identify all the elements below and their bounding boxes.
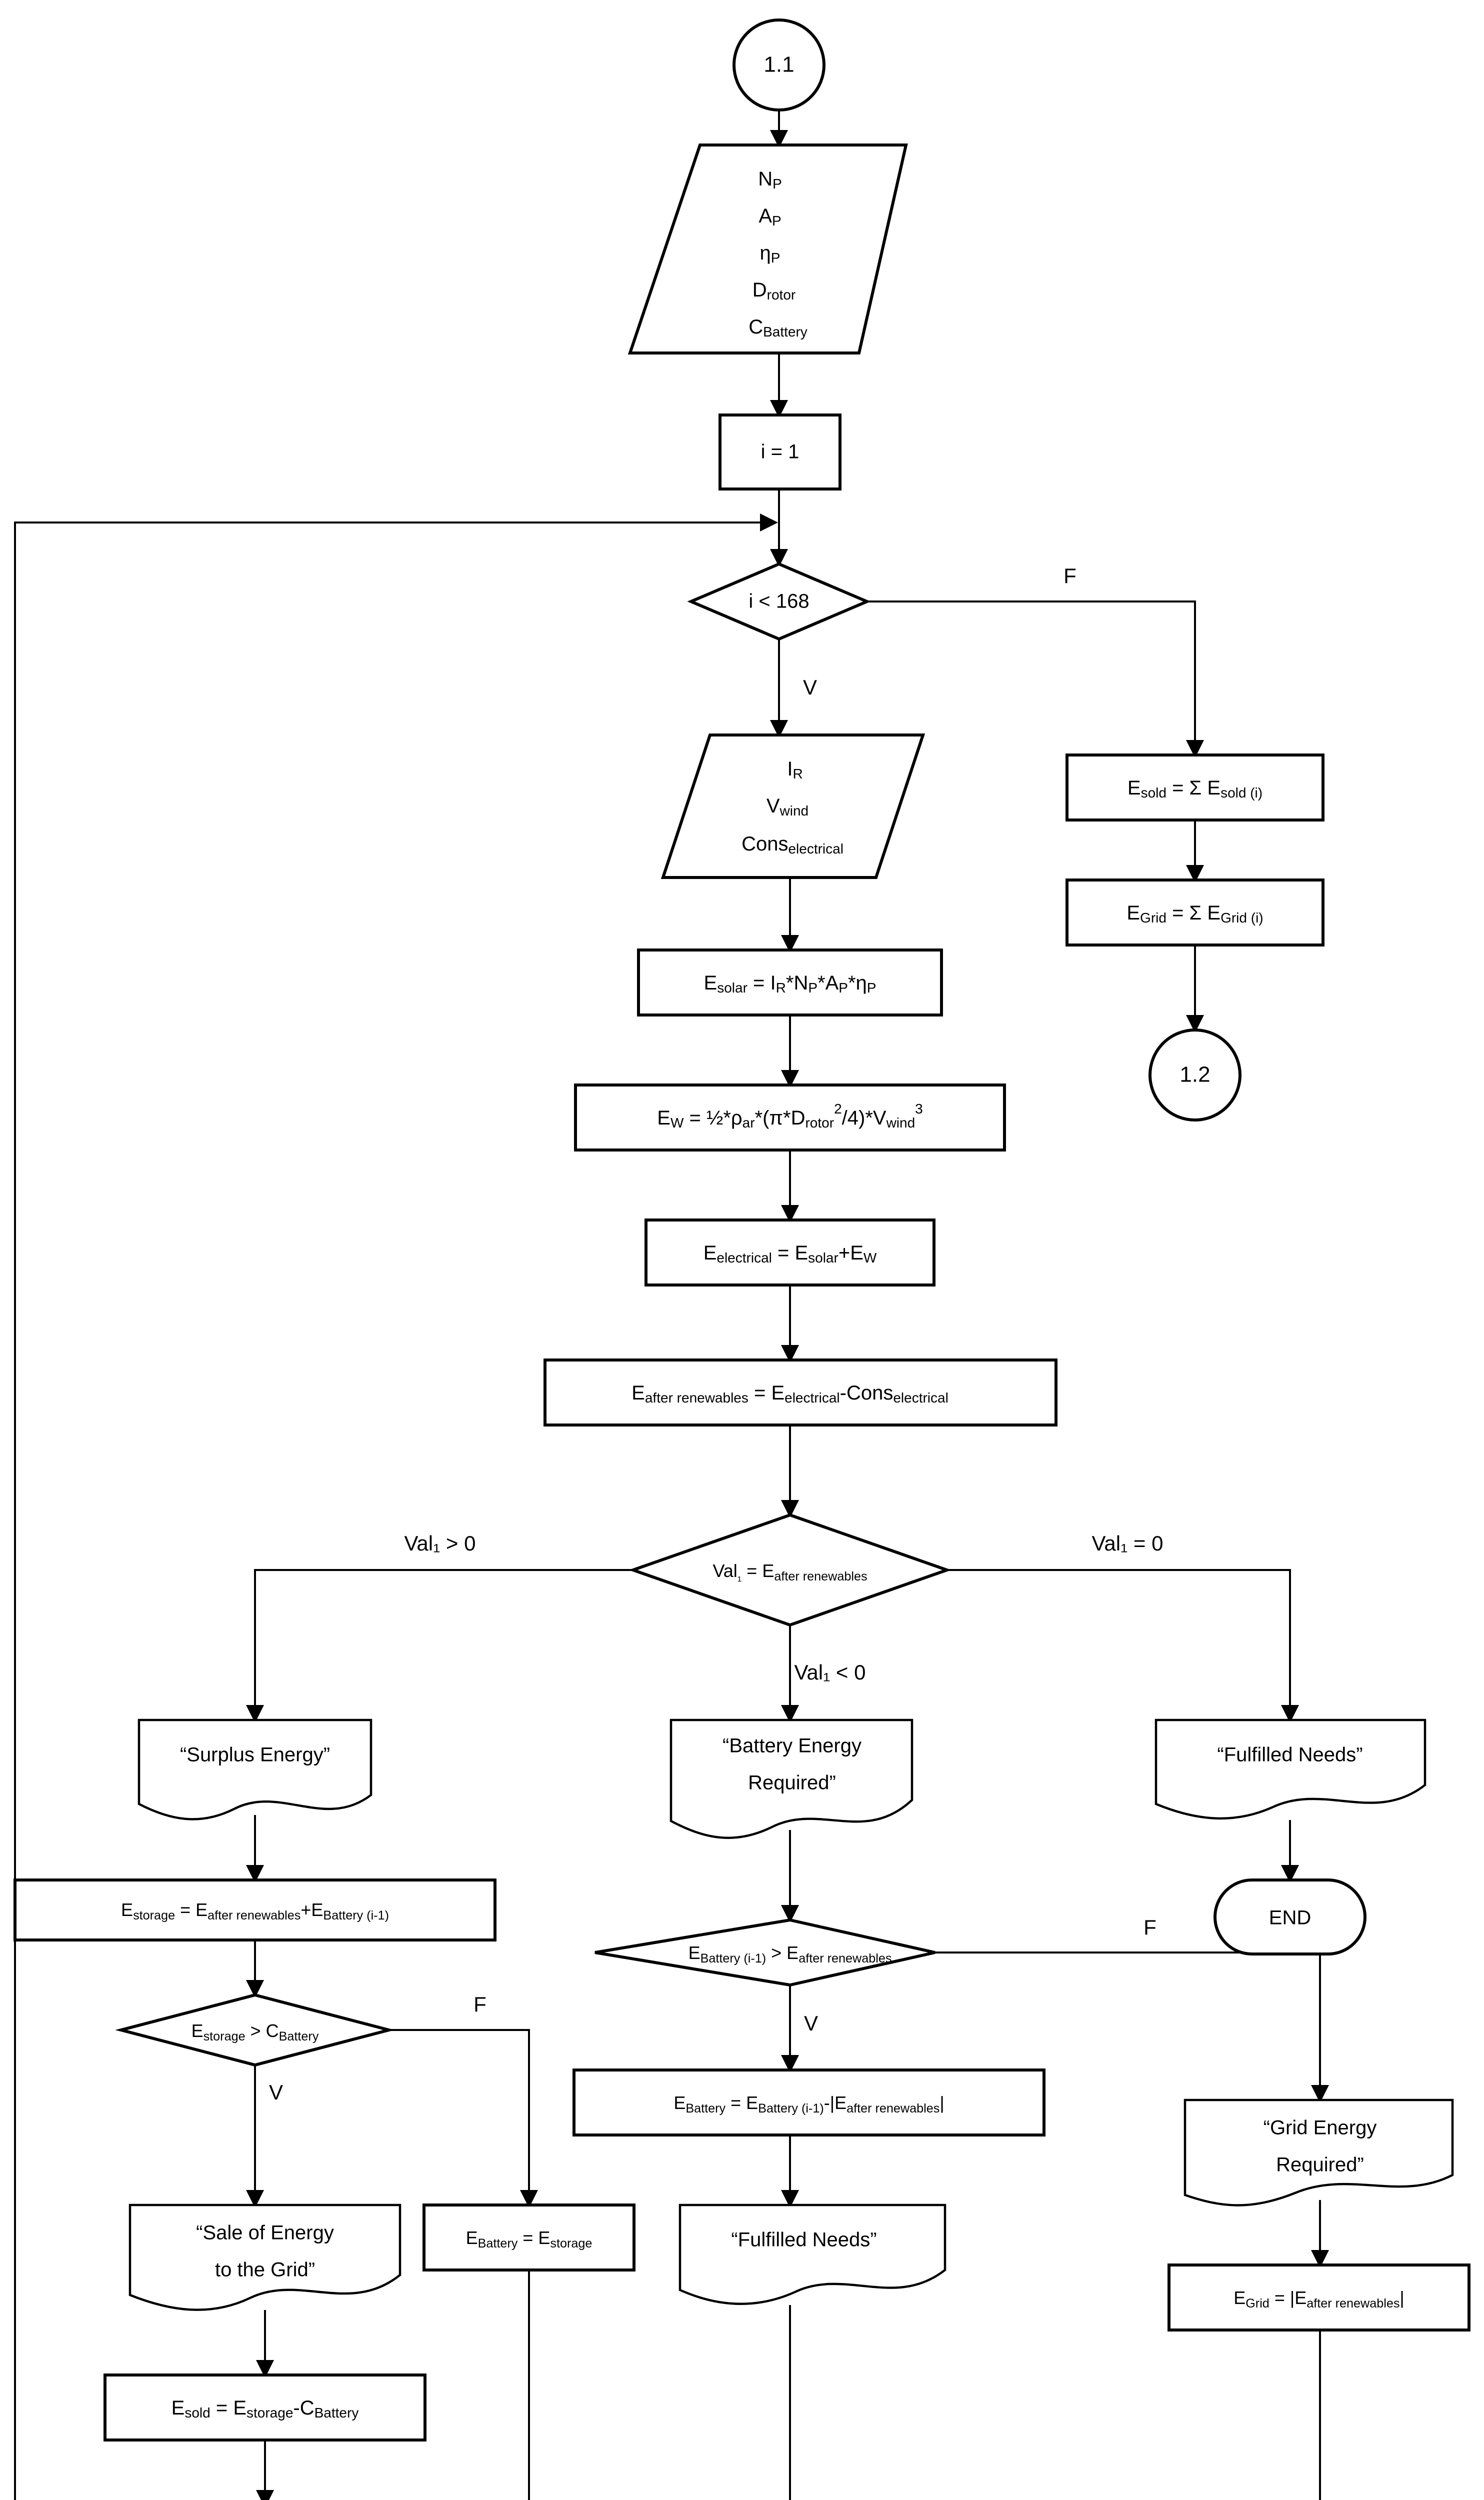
end-terminal-label: END (1269, 1907, 1311, 1929)
battery-required-node[interactable] (670, 1718, 914, 1839)
storage-decision-node[interactable] (115, 1993, 395, 2067)
edge-label-val1-lt0: Val₁ < 0 (794, 1660, 866, 1684)
end-connector-label: 1.2 (1180, 1062, 1210, 1087)
e-sold-sum-node[interactable] (1066, 754, 1324, 822)
val1-decision-node[interactable] (628, 1513, 952, 1627)
input-param-line-2: AP (758, 205, 781, 229)
edge-val1-gt0 (246, 1569, 633, 1723)
sale-of-energy-node[interactable] (128, 2204, 402, 2311)
hourly-input-line-1: IR (787, 758, 802, 782)
e-sold-calc-label: Esold = Estorage-CBattery (172, 2397, 359, 2421)
edge-label-val1-eq0: Val₁ = 0 (1092, 1532, 1164, 1555)
e-electrical-label: Eelectrical = Esolar+EW (704, 1242, 877, 1266)
grid-required-node[interactable] (1184, 2098, 1454, 2206)
edge-val1-eq0 (947, 1569, 1299, 1723)
fulfilled-needs-right-label: “Fulfilled Needs” (1217, 1744, 1362, 1766)
sale-of-energy-line2: to the Grid” (215, 2259, 315, 2281)
e-sold-calc-node[interactable] (104, 2374, 426, 2442)
e-wind-label: EW = ½*ρar*(π*Drotor2/4)*Vwind3 (657, 1101, 923, 1130)
edge-storage-false (389, 2029, 538, 2208)
grid-required-line1: “Grid Energy (1264, 2117, 1377, 2139)
edge-label-battery-false: F (1144, 1916, 1156, 1939)
battery-required-line2: Required” (748, 1772, 836, 1794)
val1-decision-label: Val₁ = Eafter renewables (712, 1560, 867, 1584)
e-storage-node[interactable] (14, 1878, 496, 1942)
input-param-line-1: NP (758, 168, 782, 192)
input-param-line-4: Drotor (752, 279, 796, 303)
fulfilled-needs-mid-label: “Fulfilled Needs” (731, 2229, 876, 2251)
edge-label-val1-gt0: Val₁ > 0 (404, 1532, 476, 1555)
edge-egrid-to-merge (1319, 2330, 1321, 2500)
edge-label-storage-false: F (474, 1992, 486, 2016)
sale-of-energy-line1: “Sale of Energy (196, 2222, 334, 2244)
e-solar-label: Esolar = IR*NP*AP*ηP (704, 972, 876, 996)
e-sold-sum-label: Esold = Σ Esold (i) (1128, 777, 1262, 801)
input-parameters-node[interactable] (628, 144, 908, 354)
grid-required-line2: Required” (1276, 2154, 1364, 2176)
edge-label-loop-false: F (1064, 564, 1076, 588)
e-after-renewables-label: Eafter renewables = Eelectrical-Conselec… (632, 1382, 948, 1406)
e-grid-calc-node[interactable] (1168, 2264, 1470, 2332)
battery-decision-label: EBattery (i-1) > Eafter renewables (688, 1942, 892, 1966)
start-connector-label: 1.1 (764, 52, 794, 77)
e-battery-eq-storage-node[interactable] (422, 2204, 636, 2272)
hourly-input-line-3: Conselectrical (742, 833, 844, 857)
edge-loopback (14, 514, 778, 2500)
e-grid-sum-node[interactable] (1066, 878, 1324, 946)
edge-label-battery-true: V (804, 2012, 818, 2035)
e-grid-sum-label: EGrid = Σ EGrid (i) (1126, 902, 1263, 926)
e-solar-node[interactable] (637, 948, 943, 1016)
battery-decision-node[interactable] (594, 1918, 936, 1987)
start-connector-node[interactable] (732, 18, 826, 112)
hourly-input-line-2: Vwind (766, 795, 808, 819)
fulfilled-needs-right-node[interactable] (1154, 1718, 1426, 1820)
edge-loop-false (867, 600, 1204, 758)
input-param-line-3: ηP (760, 242, 780, 266)
surplus-energy-label: “Surplus Energy” (180, 1744, 330, 1766)
e-battery-update-label: EBattery = EBattery (i-1)-|Eafter renewa… (674, 2092, 944, 2116)
hourly-input-node[interactable] (660, 734, 926, 879)
init-i-node[interactable] (718, 414, 842, 490)
end-terminal-node[interactable] (1214, 1878, 1366, 1956)
e-grid-calc-label: EGrid = |Eafter renewables| (1234, 2288, 1404, 2310)
e-battery-eq-storage-label: EBattery = Estorage (466, 2228, 592, 2250)
surplus-energy-node[interactable] (138, 1718, 372, 1820)
edge-label-storage-true: V (269, 2080, 283, 2104)
battery-required-line1: “Battery Energy (722, 1735, 862, 1757)
init-i-label: i = 1 (761, 441, 800, 463)
end-connector-node[interactable] (1148, 1028, 1242, 1122)
e-storage-label: Estorage = Eafter renewables+EBattery (i… (121, 1900, 389, 1922)
fulfilled-needs-mid-node[interactable] (678, 2204, 946, 2305)
e-wind-node[interactable] (574, 1084, 1006, 1152)
e-electrical-node[interactable] (644, 1218, 936, 1286)
loop-decision-node[interactable] (687, 562, 871, 641)
e-battery-update-node[interactable] (572, 2068, 1046, 2136)
storage-decision-label: Estorage > CBattery (192, 2020, 319, 2044)
edge-label-loop-true: V (803, 676, 817, 699)
loop-decision-label: i < 168 (748, 590, 809, 612)
e-after-renewables-node[interactable] (544, 1358, 1058, 1426)
input-param-line-5: CBattery (748, 316, 808, 340)
